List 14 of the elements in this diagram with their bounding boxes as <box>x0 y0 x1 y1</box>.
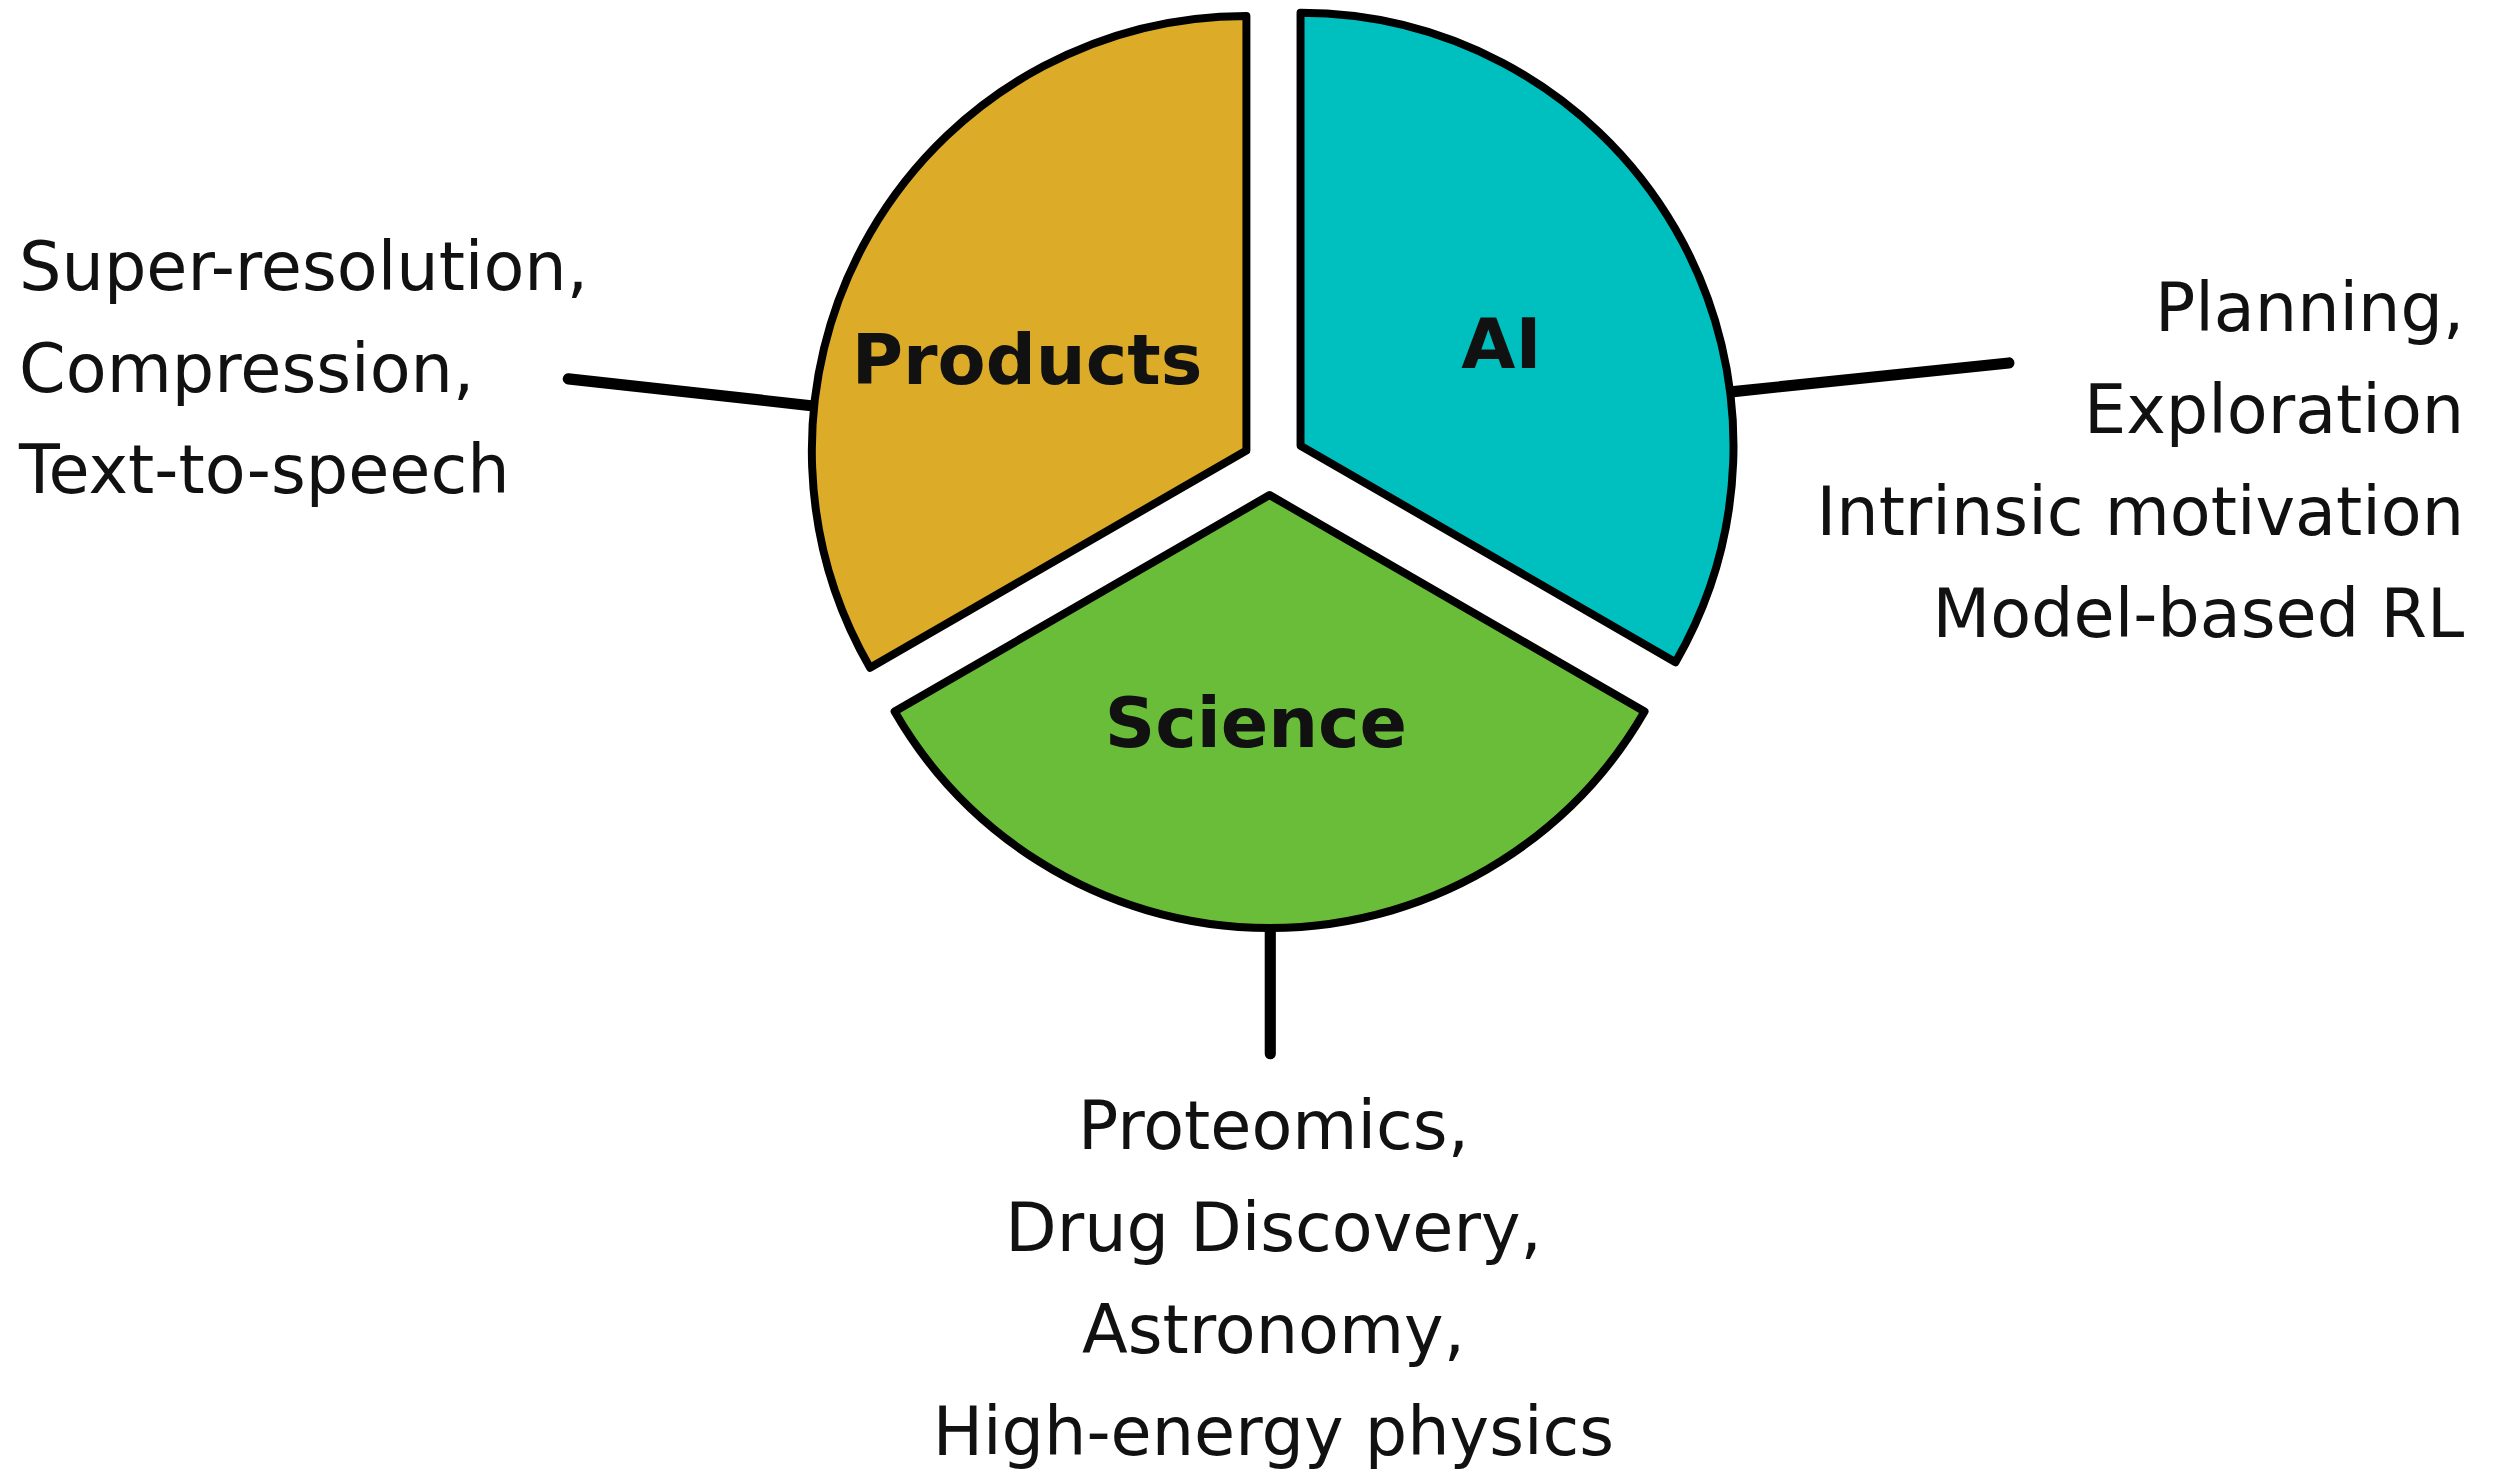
topic-text: Super-resolution, <box>19 226 588 308</box>
sector-label: AI <box>1461 302 1542 384</box>
sector-label: Products <box>851 318 1203 400</box>
sector-label: Science <box>1104 681 1408 763</box>
topic-text: Planning, <box>2153 268 2465 349</box>
topic-text: Astronomy, <box>1081 1290 1466 1371</box>
topic-text: Model-based RL <box>1931 573 2465 655</box>
topic-text: High-energy physics <box>931 1391 1616 1473</box>
topic-text: Compression, <box>19 328 476 410</box>
topic-text: Drug Discovery, <box>1004 1188 1543 1270</box>
topic-text: Intrinsic motivation <box>1815 471 2465 553</box>
topic-text: Exploration <box>2082 369 2465 451</box>
topic-text: Text-to-speech <box>19 430 511 512</box>
topic-text: Proteomics, <box>1077 1086 1470 1168</box>
